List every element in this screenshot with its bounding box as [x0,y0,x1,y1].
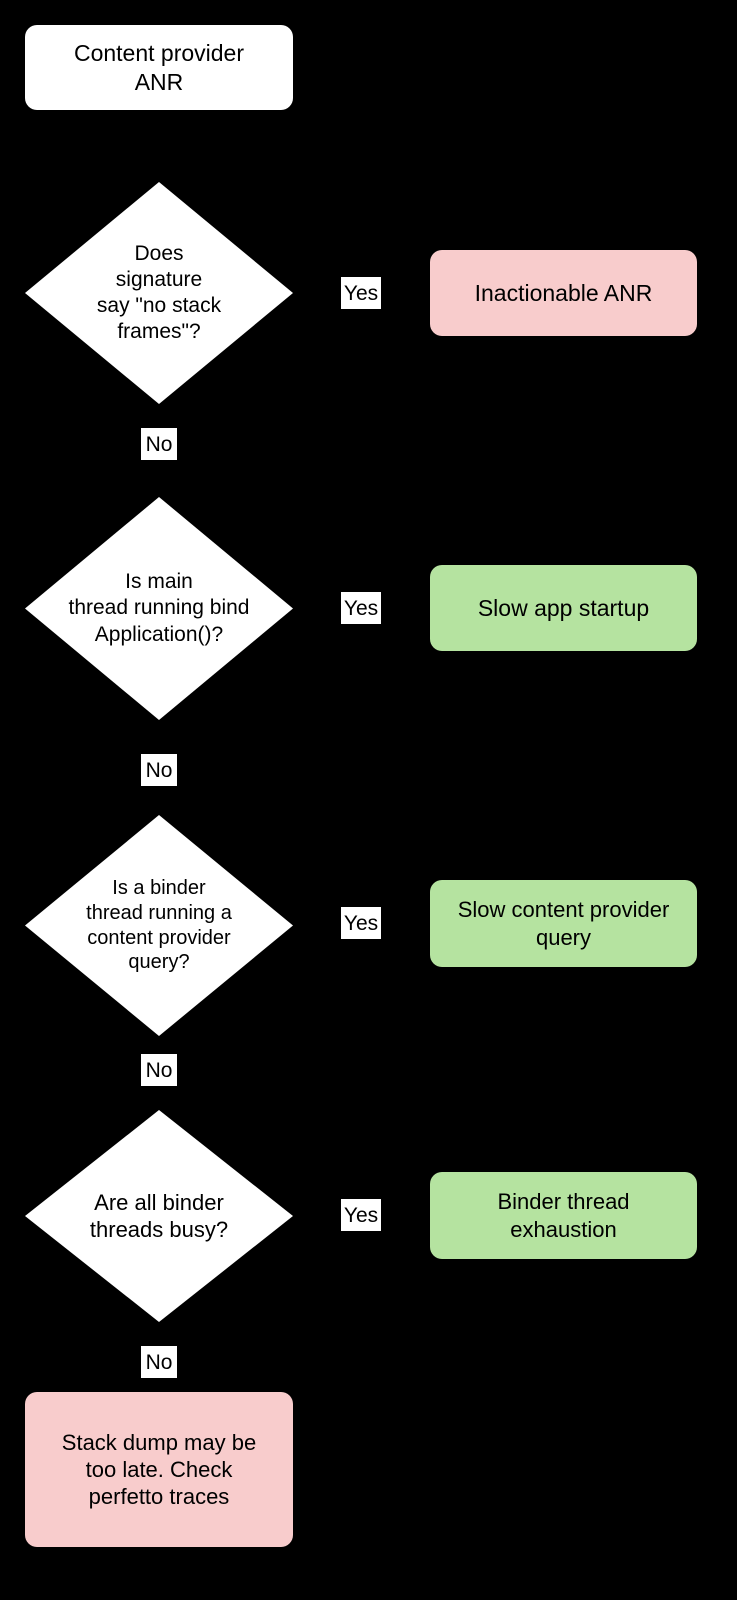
edge-label-no-2: No [141,754,177,786]
edge-label-yes-1: Yes [341,277,381,309]
edge-label-no-4: No [141,1346,177,1378]
node-outcome-slow-app-startup[interactable]: Slow app startup [430,565,697,651]
edge-label-no-3: No [141,1054,177,1086]
edge-label-yes-4: Yes [341,1199,381,1231]
node-outcome-slow-app-startup-label: Slow app startup [477,594,650,621]
node-outcome-inactionable-anr[interactable]: Inactionable ANR [430,250,697,336]
edge-label-yes-2: Yes [341,592,381,624]
edge-label-yes-3: Yes [341,907,381,939]
node-outcome-inactionable-anr-label: Inactionable ANR [474,279,653,306]
edge-label-no-1: No [141,428,177,460]
